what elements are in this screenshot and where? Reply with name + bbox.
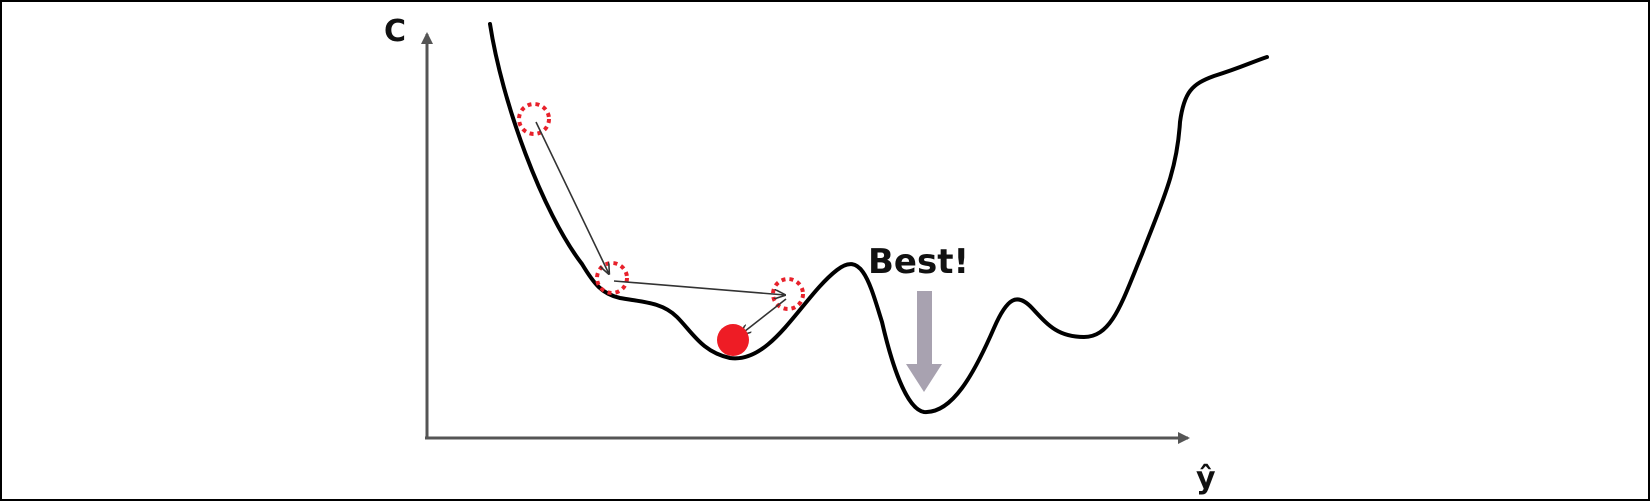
best-down-arrow xyxy=(906,291,942,392)
best-label: Best! xyxy=(868,242,969,282)
cost-curve xyxy=(488,22,1269,415)
y-axis-label: C xyxy=(384,14,406,49)
step-arrow-1 xyxy=(535,121,609,274)
step-arrow-3 xyxy=(740,298,787,335)
x-axis-label: ŷ xyxy=(1196,461,1216,496)
step-ring-second xyxy=(595,261,629,295)
step-ring-third xyxy=(771,277,805,311)
current-position-ball xyxy=(717,324,749,356)
step-arrow-2 xyxy=(613,280,785,295)
step-ring-start xyxy=(517,102,551,136)
